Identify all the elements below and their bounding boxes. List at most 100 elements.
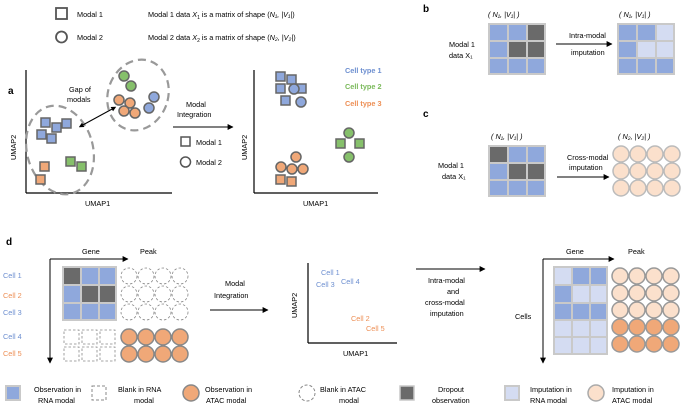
d-gene-right-label: Gene <box>566 247 584 256</box>
point-square-green <box>65 156 76 167</box>
cell-imputed-atac <box>663 145 681 163</box>
sub-modal1-square-icon <box>180 136 191 147</box>
cell-observed-atac <box>662 335 680 353</box>
cell-observed <box>528 59 544 73</box>
legend-imp-rna-2: RNA modal <box>530 396 567 405</box>
cell-observed-atac <box>120 328 138 346</box>
cell-imputed-atac <box>629 162 647 180</box>
cell-observed <box>64 304 80 319</box>
cell-observed <box>82 268 98 284</box>
modal1-description: Modal 1 data X1 is a matrix of shape (N₁… <box>148 10 295 21</box>
panel-b-label: b <box>423 4 429 15</box>
cell-imputed-atac <box>645 301 663 319</box>
cell-imputed-atac <box>628 284 646 302</box>
cell-observed <box>573 304 589 319</box>
legend-modal1: Modal 1 <box>77 10 103 19</box>
point-circle-green <box>118 70 130 82</box>
d-rna-blank-matrix <box>63 329 116 362</box>
cell-observed-atac <box>645 335 663 353</box>
cell-observed-atac <box>137 345 155 363</box>
d-umap-cell-5: Cell 5 <box>366 324 385 333</box>
modal2-description: Modal 2 data X2 is a matrix of shape (N₂… <box>148 33 296 44</box>
point-square-blue <box>40 117 51 128</box>
legend-blank-atac-2: modal <box>339 396 359 405</box>
d-impute-label-4: imputation <box>430 309 464 318</box>
d-rna-observed-matrix <box>62 266 117 321</box>
cell-observed <box>591 304 606 319</box>
d-cell-3-label: Cell 3 <box>3 308 22 317</box>
cell-imputed-atac <box>662 301 680 319</box>
legend-imp-atac-2: ATAC modal <box>612 396 653 405</box>
cell-imputed <box>591 321 606 336</box>
point-square-blue <box>51 122 62 133</box>
d-umap-xlabel: UMAP1 <box>343 349 368 358</box>
cell-blank-atac <box>154 267 172 285</box>
cell-blank-atac <box>171 267 189 285</box>
cell-observed <box>619 59 636 73</box>
panel-b-shape-left: ( N₁, |V₁| ) <box>488 10 520 19</box>
cell-imputed-atac <box>611 301 629 319</box>
cell-dropout <box>490 147 507 162</box>
legend-modal2: Modal 2 <box>77 33 103 42</box>
legend-blank-atac-1: Blank in ATAC <box>320 385 366 394</box>
point-square-green <box>354 138 365 149</box>
point-square-green <box>335 138 346 149</box>
d-peak-right-label: Peak <box>628 247 645 256</box>
umap-a-xlabel: UMAP1 <box>85 199 110 208</box>
point-circle-green <box>125 80 137 92</box>
cell-blank-atac <box>154 303 172 321</box>
point-square-orange <box>286 176 297 187</box>
d-impute-label-3: cross-modal <box>425 298 465 307</box>
d-peak-label: Peak <box>140 247 157 256</box>
cell-imputed-atac <box>662 284 680 302</box>
point-circle-green <box>343 127 355 139</box>
cell-imputed <box>591 286 606 302</box>
legend-imp-rna-1: Imputation in <box>530 385 572 394</box>
cell-observed-atac <box>171 345 189 363</box>
modal2-circle-icon <box>55 30 68 44</box>
d-integration-label-1: Modal <box>225 279 245 288</box>
d-umap-ylabel: UMAP2 <box>290 293 299 318</box>
d-gene-label: Gene <box>82 247 100 256</box>
cell-imputed <box>657 42 673 57</box>
panel-b-data-label-1: Modal 1 <box>449 40 475 49</box>
point-circle-blue <box>295 96 307 108</box>
cell-imputed-atac <box>663 162 681 180</box>
point-square-blue <box>46 133 57 144</box>
panel-b-input-matrix <box>488 23 546 75</box>
cell-imputed-atac <box>611 267 629 285</box>
cell-observed-atac <box>662 318 680 336</box>
cell-imputed-atac <box>628 267 646 285</box>
sub-modal2-circle-icon <box>179 156 192 168</box>
cell-imputed-atac <box>645 284 663 302</box>
cell-type-2-legend: Cell type 2 <box>345 82 382 91</box>
cell-imputed-atac <box>646 162 664 180</box>
cell-observed <box>638 59 655 73</box>
d-cells-label: Cells <box>515 312 532 321</box>
cell-imputed-atac <box>646 179 664 197</box>
legend-obs-atac-swatch <box>182 384 200 402</box>
d-atac-observed-matrix <box>120 328 189 363</box>
cell-imputed <box>657 25 673 40</box>
point-circle-blue <box>143 102 155 114</box>
cell-observed <box>490 42 507 57</box>
cell-observed <box>638 25 655 40</box>
cell-imputed-atac <box>612 162 630 180</box>
cell-observed <box>82 304 98 319</box>
gap-arrow <box>78 106 117 128</box>
cell-observed-atac <box>120 345 138 363</box>
panel-c-data-label-2: data X₁ <box>442 172 466 181</box>
cell-imputed <box>573 338 589 353</box>
cell-observed <box>657 59 673 73</box>
d-umap-cell-1: Cell 1 <box>321 268 340 277</box>
d-umap-cell-2: Cell 2 <box>351 314 370 323</box>
cell-observed-atac <box>154 328 172 346</box>
cell-dropout <box>509 164 526 179</box>
cell-blank-atac <box>120 285 138 303</box>
cell-imputed <box>573 321 589 336</box>
sub-modal2-label: Modal 2 <box>196 158 222 167</box>
cell-observed-atac <box>611 335 629 353</box>
umap-a2-xlabel: UMAP1 <box>303 199 328 208</box>
point-circle-orange <box>275 161 287 173</box>
